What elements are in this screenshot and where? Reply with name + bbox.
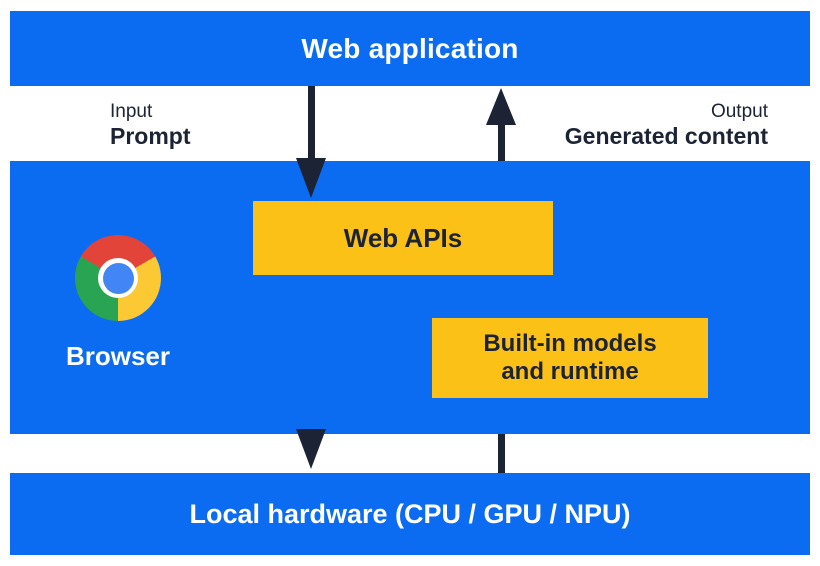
builtin-models-label-line2: and runtime (501, 358, 639, 385)
output-arrow-head-icon (486, 88, 516, 125)
web-application-label: Web application (301, 32, 519, 64)
browser-label: Browser (65, 341, 171, 371)
builtin-models-label-line1: Built-in models (483, 330, 657, 357)
web-apis-label: Web APIs (343, 222, 463, 253)
prompt-label: Prompt (110, 123, 191, 149)
generated-content-label: Generated content (564, 123, 768, 149)
input-label: Input (110, 101, 153, 122)
web-application-bar: Web application (10, 11, 810, 86)
input-arrow-head-lower-icon (296, 429, 326, 469)
input-arrow-head-upper-icon (296, 158, 326, 198)
chrome-icon-ring (98, 258, 138, 298)
local-hardware-bar: Local hardware (CPU / GPU / NPU) (10, 473, 810, 555)
web-apis-box: Web APIs (253, 201, 553, 275)
local-hardware-label: Local hardware (CPU / GPU / NPU) (189, 498, 631, 529)
chrome-icon-hub (102, 262, 134, 294)
output-label: Output (710, 101, 768, 122)
builtin-models-box: Built-in models and runtime (432, 318, 708, 398)
chrome-icon (75, 235, 161, 321)
